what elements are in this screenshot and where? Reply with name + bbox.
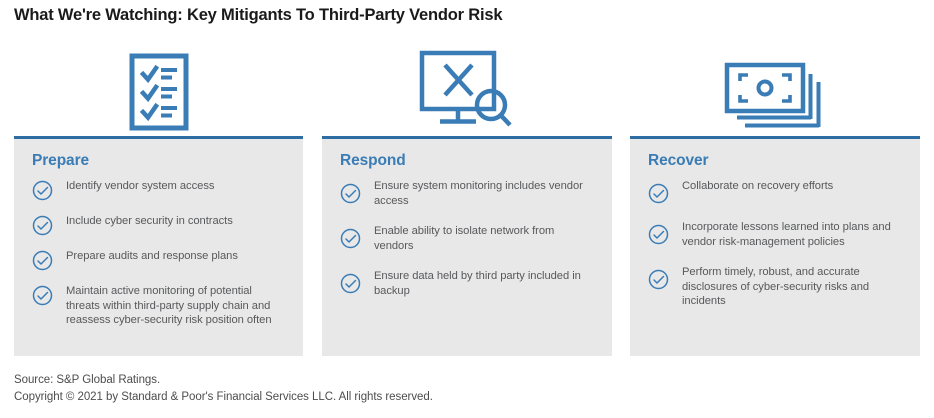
list-item-label: Maintain active monitoring of potential …	[66, 285, 272, 326]
column-heading-prepare: Prepare	[32, 152, 90, 169]
list-item: Identify vendor system access	[14, 179, 303, 201]
bullet-list-recover: Collaborate on recovery efforts Incorpor…	[630, 179, 920, 309]
column-heading-recover: Recover	[648, 152, 709, 169]
list-item-label: Ensure data held by third party included…	[374, 270, 581, 297]
check-circle-icon	[648, 269, 669, 290]
bullet-list-respond: Ensure system monitoring includes vendor…	[322, 179, 612, 298]
icon-slot-respond	[322, 44, 612, 136]
check-circle-icon	[340, 273, 361, 294]
list-item-label: Prepare audits and response plans	[66, 250, 238, 262]
icon-row	[14, 44, 920, 136]
checklist-document-icon	[129, 53, 189, 136]
column-respond: Respond Ensure system monitoring include…	[322, 136, 612, 356]
check-circle-icon	[340, 228, 361, 249]
check-circle-icon	[32, 250, 53, 271]
bullet-list-prepare: Identify vendor system access Include cy…	[14, 179, 303, 328]
list-item-label: Identify vendor system access	[66, 180, 215, 192]
copyright-text: Copyright © 2021 by Standard & Poor's Fi…	[14, 391, 433, 403]
page-title: What We're Watching: Key Mitigants To Th…	[14, 6, 503, 24]
list-item: Ensure data held by third party included…	[322, 269, 612, 298]
list-item: Collaborate on recovery efforts	[630, 179, 920, 204]
list-item-label: Perform timely, robust, and accurate dis…	[682, 266, 870, 307]
list-item: Prepare audits and response plans	[14, 249, 303, 271]
column-prepare: Prepare Identify vendor system access	[14, 136, 303, 356]
check-circle-icon	[648, 183, 669, 204]
list-item-label: Enable ability to isolate network from v…	[374, 225, 555, 252]
list-item-label: Collaborate on recovery efforts	[682, 180, 834, 192]
footer: Source: S&P Global Ratings. Copyright © …	[14, 372, 433, 406]
check-circle-icon	[32, 215, 53, 236]
column-recover: Recover Collaborate on recovery efforts	[630, 136, 920, 356]
check-circle-icon	[648, 224, 669, 245]
list-item: Perform timely, robust, and accurate dis…	[630, 265, 920, 309]
check-circle-icon	[32, 180, 53, 201]
stacked-banknotes-icon	[723, 61, 827, 136]
list-item-label: Ensure system monitoring includes vendor…	[374, 180, 583, 207]
monitor-alert-magnifier-icon	[417, 49, 517, 136]
list-item-label: Include cyber security in contracts	[66, 215, 233, 227]
columns-container: Prepare Identify vendor system access	[14, 136, 920, 356]
list-item: Incorporate lessons learned into plans a…	[630, 220, 920, 249]
list-item: Ensure system monitoring includes vendor…	[322, 179, 612, 208]
list-item: Maintain active monitoring of potential …	[14, 284, 303, 328]
column-heading-respond: Respond	[340, 152, 406, 169]
check-circle-icon	[32, 285, 53, 306]
icon-slot-prepare	[14, 44, 303, 136]
list-item: Include cyber security in contracts	[14, 214, 303, 236]
source-text: Source: S&P Global Ratings.	[14, 374, 161, 386]
icon-slot-recover	[630, 44, 920, 136]
list-item-label: Incorporate lessons learned into plans a…	[682, 221, 891, 248]
list-item: Enable ability to isolate network from v…	[322, 224, 612, 253]
check-circle-icon	[340, 183, 361, 204]
